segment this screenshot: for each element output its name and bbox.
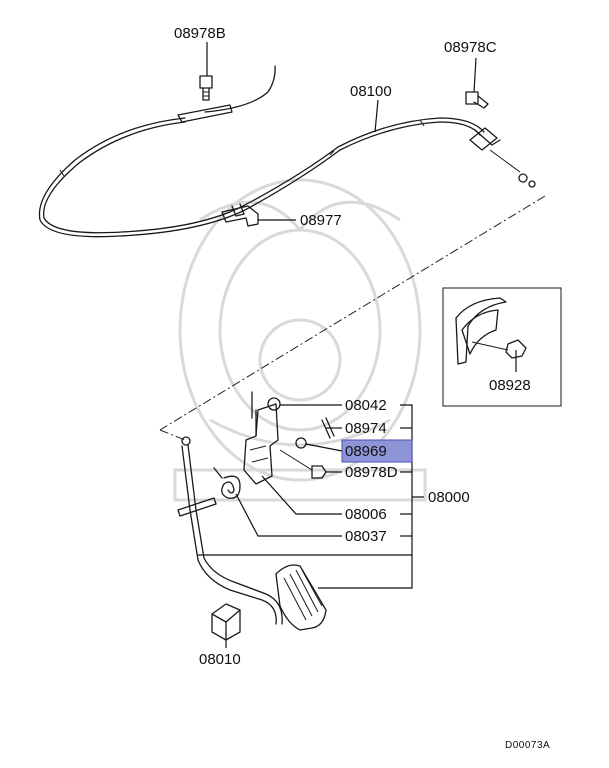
- label-08978D[interactable]: 08978D: [345, 464, 398, 481]
- clamp-08978B[interactable]: [199, 75, 213, 101]
- bracket-08977[interactable]: [221, 203, 259, 227]
- label-08978B[interactable]: 08978B: [174, 25, 226, 42]
- inset-box: [442, 287, 562, 407]
- label-08977[interactable]: 08977: [300, 212, 342, 229]
- accelerator-cable[interactable]: [38, 65, 536, 238]
- label-08037[interactable]: 08037: [345, 528, 387, 545]
- connection-line-pedal: [159, 429, 186, 441]
- label-08000[interactable]: 08000: [428, 489, 470, 506]
- diagram-code: D00073A: [505, 740, 550, 751]
- label-08042[interactable]: 08042: [345, 397, 387, 414]
- label-08100[interactable]: 08100: [350, 83, 392, 100]
- label-08969[interactable]: 08969: [345, 443, 387, 460]
- connection-line-cable-to-pedal: [159, 195, 546, 431]
- label-08978C[interactable]: 08978C: [444, 39, 497, 56]
- pedal-assembly[interactable]: [177, 391, 335, 641]
- label-08006[interactable]: 08006: [345, 506, 387, 523]
- label-08974[interactable]: 08974: [345, 420, 387, 437]
- watermark-emblem: [173, 178, 427, 502]
- clip-08978C[interactable]: [465, 91, 489, 109]
- label-08928[interactable]: 08928: [489, 377, 531, 394]
- leader-lines: [198, 42, 517, 648]
- highlight-box-08969: [341, 439, 413, 463]
- label-08010[interactable]: 08010: [199, 651, 241, 668]
